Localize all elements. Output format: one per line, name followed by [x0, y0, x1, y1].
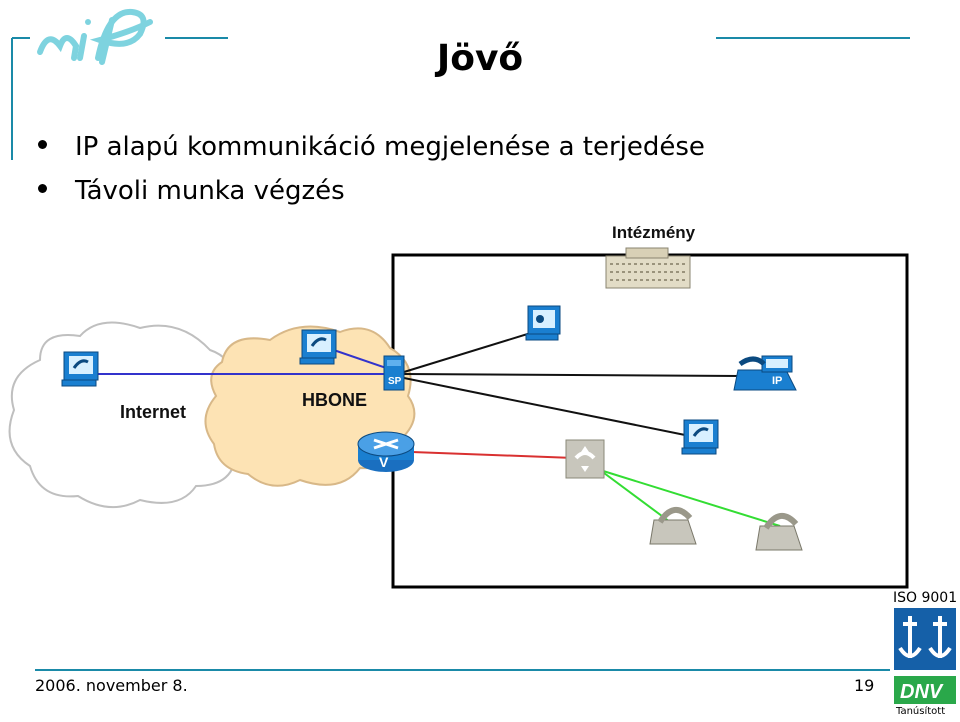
pc-phone-icon	[299, 329, 337, 365]
institution-box	[391, 253, 909, 589]
logo	[37, 8, 153, 65]
iso-label: ISO 9001	[893, 590, 958, 606]
bullet-text: IP alapú kommunikáció megjelenése a terj…	[75, 132, 705, 162]
connection-lines	[98, 331, 781, 527]
analog-phone-icon	[755, 513, 803, 551]
footer-date: 2006. november 8.	[35, 676, 188, 695]
certified-label: Tanúsított	[896, 706, 946, 717]
pc-phone-icon	[681, 419, 719, 455]
router-label: V	[379, 454, 389, 470]
institution-label: Intézmény	[612, 223, 696, 242]
header-frame	[11, 37, 910, 160]
analog-phone-icon	[649, 507, 697, 545]
bullet-text: Távoli munka végzés	[75, 176, 345, 206]
router-icon: V	[357, 431, 415, 472]
anchor-icon	[898, 616, 952, 658]
bullet-item: IP alapú kommunikáció megjelenése a terj…	[38, 132, 705, 162]
gateway-icon	[565, 439, 605, 479]
ip-phone-label: IP	[772, 375, 782, 387]
switch-icon: SP	[383, 355, 405, 391]
bullet-item: Távoli munka végzés	[38, 176, 345, 206]
bullet-dot	[38, 140, 47, 149]
page-number: 19	[854, 676, 875, 695]
pc-phone-icon	[61, 351, 99, 387]
building-icon	[605, 247, 691, 289]
dnv-label: DNV	[900, 681, 944, 703]
pc-phone-icon	[525, 305, 561, 341]
bullet-dot	[38, 184, 47, 193]
internet-label: Internet	[120, 402, 186, 422]
iso-certification-badge: DNV	[894, 608, 956, 704]
slide-title: Jövő	[436, 38, 524, 79]
hbone-label: HBONE	[302, 390, 367, 410]
svg-text:SP: SP	[388, 376, 402, 387]
ip-phone-icon: IP	[733, 355, 797, 391]
